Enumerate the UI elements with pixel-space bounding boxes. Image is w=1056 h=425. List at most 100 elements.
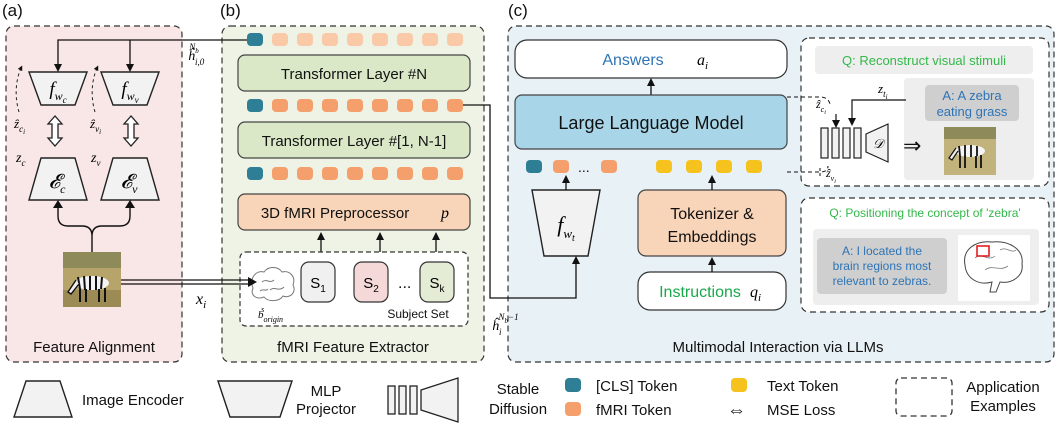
- llm-to-example-dashed: [787, 165, 829, 173]
- h-cls-label: ĥi,0Nb: [188, 42, 205, 67]
- extractor-to-projector-t-arrow: [463, 104, 577, 299]
- fmri-token: [397, 99, 413, 112]
- legend-mse-label: MSE Loss: [767, 402, 835, 419]
- cls-token: [526, 160, 542, 173]
- fmri-token: [272, 99, 288, 112]
- encoder-v-shape: [100, 157, 160, 201]
- answers-label: Answers: [602, 52, 663, 69]
- fmri-token: [297, 33, 313, 46]
- instructions-label: Instructions: [659, 284, 741, 301]
- panel-c-title: Multimodal Interaction via LLMs: [673, 339, 884, 356]
- example-position-a-line1: A: I located the: [842, 244, 922, 258]
- text-token: [686, 160, 702, 173]
- arrowhead-encoder-c: [53, 200, 63, 208]
- encoder-c-shape: [28, 157, 88, 201]
- fmri-token: [553, 160, 569, 173]
- text-token: [716, 160, 732, 173]
- fmri-token: [347, 167, 363, 180]
- answers-var: ai: [697, 52, 708, 72]
- llm-box: [514, 94, 788, 150]
- projector-c-shape: [28, 71, 88, 106]
- diffusion-var: 𝒟: [873, 136, 886, 151]
- cls-token: [247, 33, 263, 46]
- legend-app-icon: [895, 377, 953, 417]
- fmri-token: [372, 99, 388, 112]
- hat-z-v-example: ẑvi: [825, 166, 836, 185]
- fmri-token: [272, 33, 288, 46]
- legend-mlp-label-line2: Projector: [296, 401, 356, 418]
- transformer-layer-n-label: Transformer Layer #N: [281, 66, 427, 83]
- arrowhead: [708, 175, 716, 183]
- tokenizer-label-line1: Tokenizer &: [670, 206, 754, 223]
- legend-mlp-icon: [217, 380, 293, 418]
- z-c-label: zc: [15, 151, 25, 168]
- example-reconstruct-a-line2: eating grass: [937, 104, 1008, 119]
- fmri-token: [397, 33, 413, 46]
- tokenizer-box: [637, 189, 787, 257]
- subject-to-preprocessor-arrows: [320, 238, 437, 252]
- fmri-token: [297, 167, 313, 180]
- panel-a-background: [5, 25, 183, 363]
- panel-c-tag: (c): [508, 1, 528, 20]
- example-position-q: Q: Positioning the concept of 'zebra': [829, 206, 1020, 220]
- zebra-image-c: [944, 127, 996, 175]
- fmri-token: [322, 33, 338, 46]
- zebra-image-a: [63, 252, 121, 307]
- llm-label: Large Language Model: [558, 113, 743, 133]
- tokenizer-label-line2: Embeddings: [668, 229, 757, 246]
- brain-icon: [251, 267, 295, 302]
- example-reconstruct-q-bg: [815, 46, 1033, 74]
- panel-feature-alignment: (a) Feature Alignment fwc fwv 𝓔c 𝓔v ẑci …: [2, 1, 183, 363]
- dashed-arrow-v: [91, 65, 99, 113]
- arrowhead-encoder-v: [125, 200, 135, 208]
- arrowhead: [54, 64, 62, 72]
- arrowhead: [432, 232, 440, 240]
- cls-token: [247, 167, 263, 180]
- preprocessor-var: p: [440, 205, 449, 222]
- example-position-a-line2: brain regions most: [833, 259, 932, 273]
- fmri-token: [601, 160, 617, 173]
- fmri-token: [297, 99, 313, 112]
- arrowhead: [832, 120, 840, 128]
- legend: Image Encoder MLP Projector Stable Diffu…: [13, 377, 1040, 423]
- legend-image-encoder-label: Image Encoder: [82, 392, 184, 409]
- cls-to-projectors-arrow: [57, 39, 247, 66]
- fmri-token: [347, 99, 363, 112]
- subject-set-label: Subject Set: [387, 307, 449, 321]
- preprocessor-label: 3D fMRI Preprocessor: [261, 205, 409, 222]
- fmri-token: [372, 33, 388, 46]
- arrowhead: [572, 256, 580, 264]
- panel-b-tag: (b): [220, 1, 241, 20]
- arrowhead: [248, 277, 257, 287]
- image-to-encoders-arrows: [57, 204, 131, 252]
- legend-mlp-label-line1: MLP: [311, 383, 342, 400]
- example-reconstruct-a-bg: [925, 85, 1019, 121]
- arrowhead: [647, 78, 655, 86]
- legend-sd-label-line2: Diffusion: [489, 401, 547, 418]
- x-i-label: xi: [195, 291, 206, 311]
- subject-k-box: [419, 261, 455, 303]
- text-token: [656, 160, 672, 173]
- example-reconstruct-a-line1: A: A zebra: [942, 88, 1002, 103]
- panel-a-tag: (a): [2, 1, 23, 20]
- transformer-layer-rest-label: Transformer Layer #[1, N-1]: [262, 133, 447, 150]
- fmri-token: [372, 167, 388, 180]
- arrowhead: [708, 257, 716, 265]
- example-reconstruct-q: Q: Reconstruct visual stimuli: [842, 53, 1006, 68]
- panel-fmri-feature-extractor: (b) fMRI Feature Extractor Transformer L…: [220, 1, 485, 363]
- transformer-layer-n-box: [237, 54, 471, 92]
- transformer-layer-rest-box: [237, 121, 471, 159]
- panel-a-title: Feature Alignment: [33, 339, 156, 356]
- legend-cls-label: [CLS] Token: [596, 378, 677, 395]
- legend-text-token-icon: [731, 378, 747, 392]
- mse-arrow-c: [46, 115, 64, 147]
- token-dots: ...: [578, 159, 590, 175]
- z-v-label: zv: [90, 151, 100, 168]
- mse-arrow-v: [122, 115, 140, 147]
- example-position-a-bg: [817, 238, 947, 294]
- instructions-var: qi: [750, 284, 761, 304]
- cls-token: [247, 99, 263, 112]
- token-row-top: [247, 33, 463, 46]
- legend-fmri-icon: [565, 402, 581, 416]
